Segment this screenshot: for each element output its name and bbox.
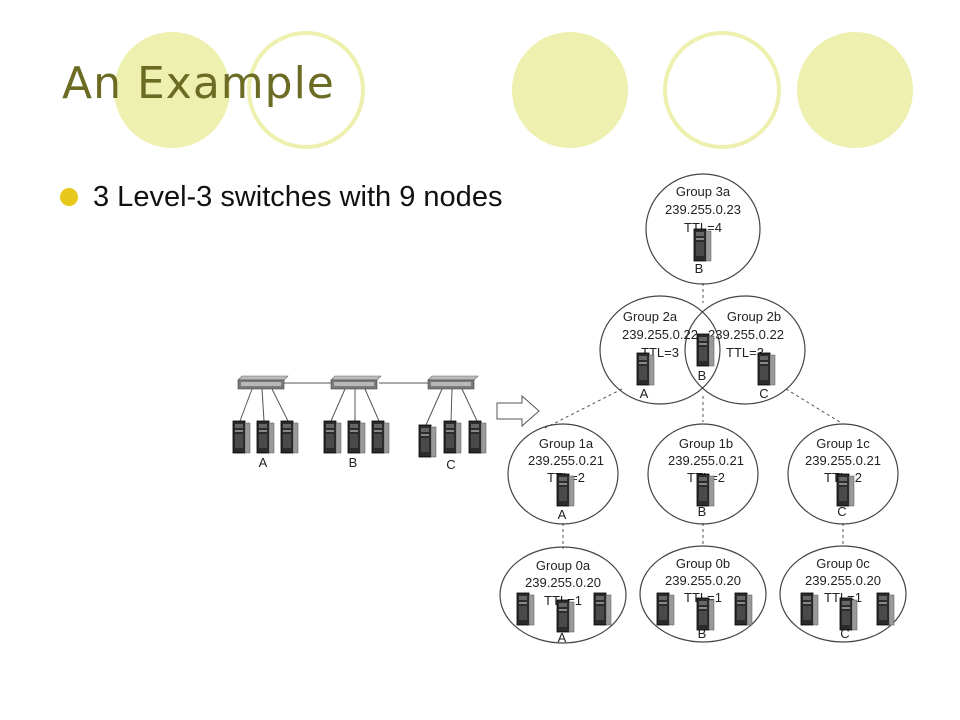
server-icon xyxy=(443,420,462,454)
server-icon xyxy=(836,473,855,507)
server-icon xyxy=(256,420,275,454)
node-label-a: A xyxy=(259,455,268,470)
group-1c-ellipse xyxy=(787,423,899,525)
group-1c-address: 239.255.0.21 xyxy=(805,453,881,468)
deco-circle-5 xyxy=(797,32,913,148)
group-2b-ttl: TTL=3 xyxy=(726,345,764,360)
server-label: B xyxy=(698,368,707,383)
group-1a-address: 239.255.0.21 xyxy=(528,453,604,468)
group-0c-ellipse xyxy=(779,545,907,643)
transform-arrow xyxy=(496,394,540,428)
group-3a-ellipse xyxy=(645,173,761,285)
group-1a-name: Group 1a xyxy=(539,436,594,451)
group-0a-name: Group 0a xyxy=(536,558,591,573)
server-icon xyxy=(656,592,675,626)
switch-topology: A B C xyxy=(232,375,487,472)
server-label: A xyxy=(640,386,649,401)
group-0b-name: Group 0b xyxy=(676,556,730,571)
deco-circle-3 xyxy=(512,32,628,148)
group-2a-ellipse xyxy=(599,295,721,405)
decorative-circles xyxy=(114,31,913,149)
server-icon xyxy=(347,420,366,454)
group-1b-name: Group 1b xyxy=(679,436,733,451)
group-ellipses xyxy=(499,173,907,644)
server-label: A xyxy=(558,507,567,522)
node-label-c: C xyxy=(446,457,455,472)
server-label: C xyxy=(759,386,768,401)
server-icon xyxy=(232,420,251,454)
bullet-dot-icon xyxy=(60,188,78,206)
server-label: C xyxy=(840,626,849,641)
server-label: A xyxy=(558,630,567,645)
server-icon xyxy=(280,420,299,454)
server-icon xyxy=(418,424,437,458)
group-1b-address: 239.255.0.21 xyxy=(668,453,744,468)
deco-circle-2 xyxy=(247,31,365,149)
deco-circle-4 xyxy=(663,31,781,149)
server-labels: B A B C A B C A B C xyxy=(558,261,850,645)
switch-icon-b xyxy=(330,375,382,390)
group-0b-ellipse xyxy=(639,545,767,643)
group-0a-ellipse xyxy=(499,546,627,644)
group-0a-address: 239.255.0.20 xyxy=(525,575,601,590)
group-0c-name: Group 0c xyxy=(816,556,870,571)
server-icon xyxy=(757,352,776,386)
deco-circle-1 xyxy=(114,32,230,148)
server-icon xyxy=(556,599,575,633)
switch-icon-c xyxy=(427,375,479,390)
group-3a-ttl: TTL=4 xyxy=(684,220,722,235)
group-0c-address: 239.255.0.20 xyxy=(805,573,881,588)
server-icon xyxy=(636,352,655,386)
group-3a-name: Group 3a xyxy=(676,184,731,199)
group-2a-address: 239.255.0.22 xyxy=(622,327,698,342)
server-label: B xyxy=(698,504,707,519)
server-icon xyxy=(696,473,715,507)
server-icon xyxy=(371,420,390,454)
server-label: B xyxy=(698,626,707,641)
group-2a-name: Group 2a xyxy=(623,309,678,324)
node-label-b: B xyxy=(349,455,358,470)
group-1a-ellipse xyxy=(507,423,619,525)
group-2b-name: Group 2b xyxy=(727,309,781,324)
switch-icon-a xyxy=(237,375,289,390)
server-icon xyxy=(556,473,575,507)
server-label: B xyxy=(695,261,704,276)
server-icon xyxy=(800,592,819,626)
slide-title: An Example xyxy=(62,58,335,109)
group-3a-address: 239.255.0.23 xyxy=(665,202,741,217)
group-2b-ellipse xyxy=(684,295,806,405)
server-icon xyxy=(734,592,753,626)
connector-lines xyxy=(544,283,844,549)
server-icon xyxy=(323,420,342,454)
server-icon xyxy=(693,228,712,262)
group-2b-address: 239.255.0.22 xyxy=(708,327,784,342)
server-label: C xyxy=(837,504,846,519)
server-icon xyxy=(696,333,715,367)
server-icon xyxy=(876,592,895,626)
group-1c-name: Group 1c xyxy=(816,436,870,451)
group-0b-address: 239.255.0.20 xyxy=(665,573,741,588)
server-icon xyxy=(593,592,612,626)
group-1b-ellipse xyxy=(647,423,759,525)
server-icon xyxy=(468,420,487,454)
server-icon xyxy=(516,592,535,626)
bullet-text: 3 Level-3 switches with 9 nodes xyxy=(93,181,503,213)
